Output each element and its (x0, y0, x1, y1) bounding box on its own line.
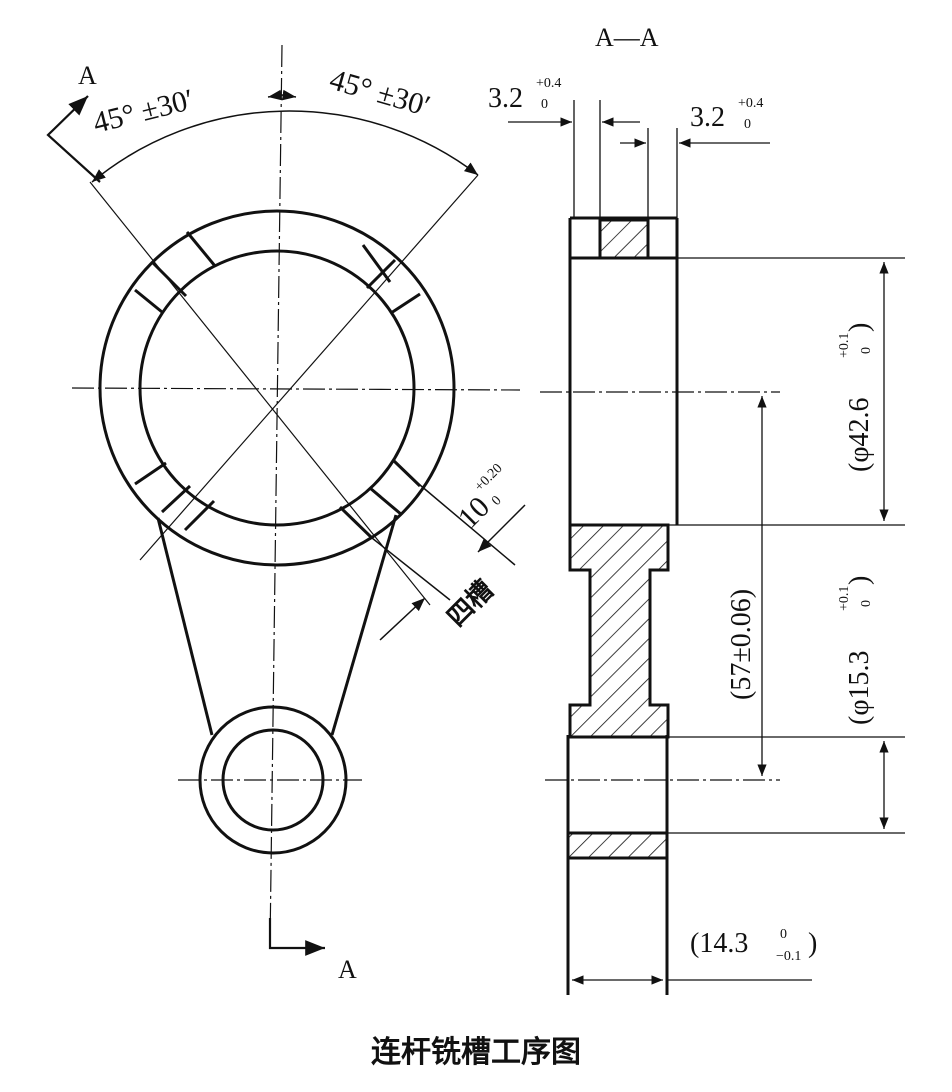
bottom-section-block (566, 831, 669, 860)
rod-outline (156, 514, 398, 736)
big-end-outer-circle (98, 209, 456, 567)
depth-label-left: 3.2 +0.4 0 (488, 76, 561, 114)
thickness-close: ) (808, 928, 817, 959)
depth-left-upper: +0.4 (536, 76, 561, 91)
angle-label-right: 45° ±30′ (326, 63, 434, 123)
figure-caption: 连杆铣槽工序图 (371, 1035, 581, 1070)
depth-right-value: 3.2 (690, 102, 725, 133)
depth-label-right: 3.2 +0.4 0 (690, 96, 763, 133)
section-outline (566, 216, 679, 995)
big-diameter-value: (φ42.6 (844, 398, 875, 472)
top-slot-section (598, 218, 650, 260)
big-end-inner-circle (138, 249, 416, 527)
big-diameter-lower: 0 (859, 347, 874, 354)
slot-axes (89, 174, 479, 606)
depth-right-lower: 0 (744, 117, 751, 132)
slot-label: 四槽 (442, 575, 500, 633)
section-view (508, 100, 905, 995)
slot-width-lower: 0 (489, 493, 505, 509)
front-view (46, 44, 526, 956)
rod-web-section (568, 523, 670, 739)
small-diameter-value: (φ15.3 (844, 651, 875, 725)
center-distance-label: (57±0.06) (726, 589, 757, 700)
slot-width-dimension (371, 484, 526, 641)
small-diameter-lower: 0 (859, 600, 874, 607)
section-centerlines (540, 391, 780, 781)
slot-lines (134, 231, 422, 540)
big-diameter-close: ) (844, 323, 875, 332)
thickness-lower: −0.1 (776, 949, 801, 964)
small-diameter-label: (φ15.3 +0.1 0 ) (837, 576, 875, 725)
depth-right-upper: +0.4 (738, 96, 763, 111)
thickness-upper: 0 (780, 927, 787, 942)
front-centerlines (71, 44, 521, 946)
depth-extension-lines (508, 100, 770, 218)
angle-arc-mid (267, 89, 297, 101)
section-arrow-top (46, 95, 101, 183)
angle-arc (91, 110, 479, 183)
diameter-extension-lines (667, 257, 905, 834)
section-title: A—A (595, 23, 659, 52)
slot-width-label: 10 +0.20 0 (452, 461, 506, 535)
small-end-inner-circle (221, 728, 325, 832)
small-diameter-upper: +0.1 (837, 586, 852, 611)
thickness-value: (14.3 (690, 928, 748, 959)
big-diameter-upper: +0.1 (837, 333, 852, 358)
section-mark-top: A (78, 61, 97, 90)
big-diameter-label: (φ42.6 +0.1 0 ) (837, 323, 875, 472)
slot-width-upper: +0.20 (472, 461, 506, 495)
section-mark-bottom: A (338, 955, 357, 984)
thickness-label: (14.3 0 −0.1 ) (690, 927, 817, 964)
depth-left-value: 3.2 (488, 83, 523, 114)
small-end-outer-circle (198, 705, 348, 855)
small-diameter-close: ) (844, 576, 875, 585)
depth-left-lower: 0 (541, 97, 548, 112)
section-arrow-bottom (268, 918, 325, 956)
